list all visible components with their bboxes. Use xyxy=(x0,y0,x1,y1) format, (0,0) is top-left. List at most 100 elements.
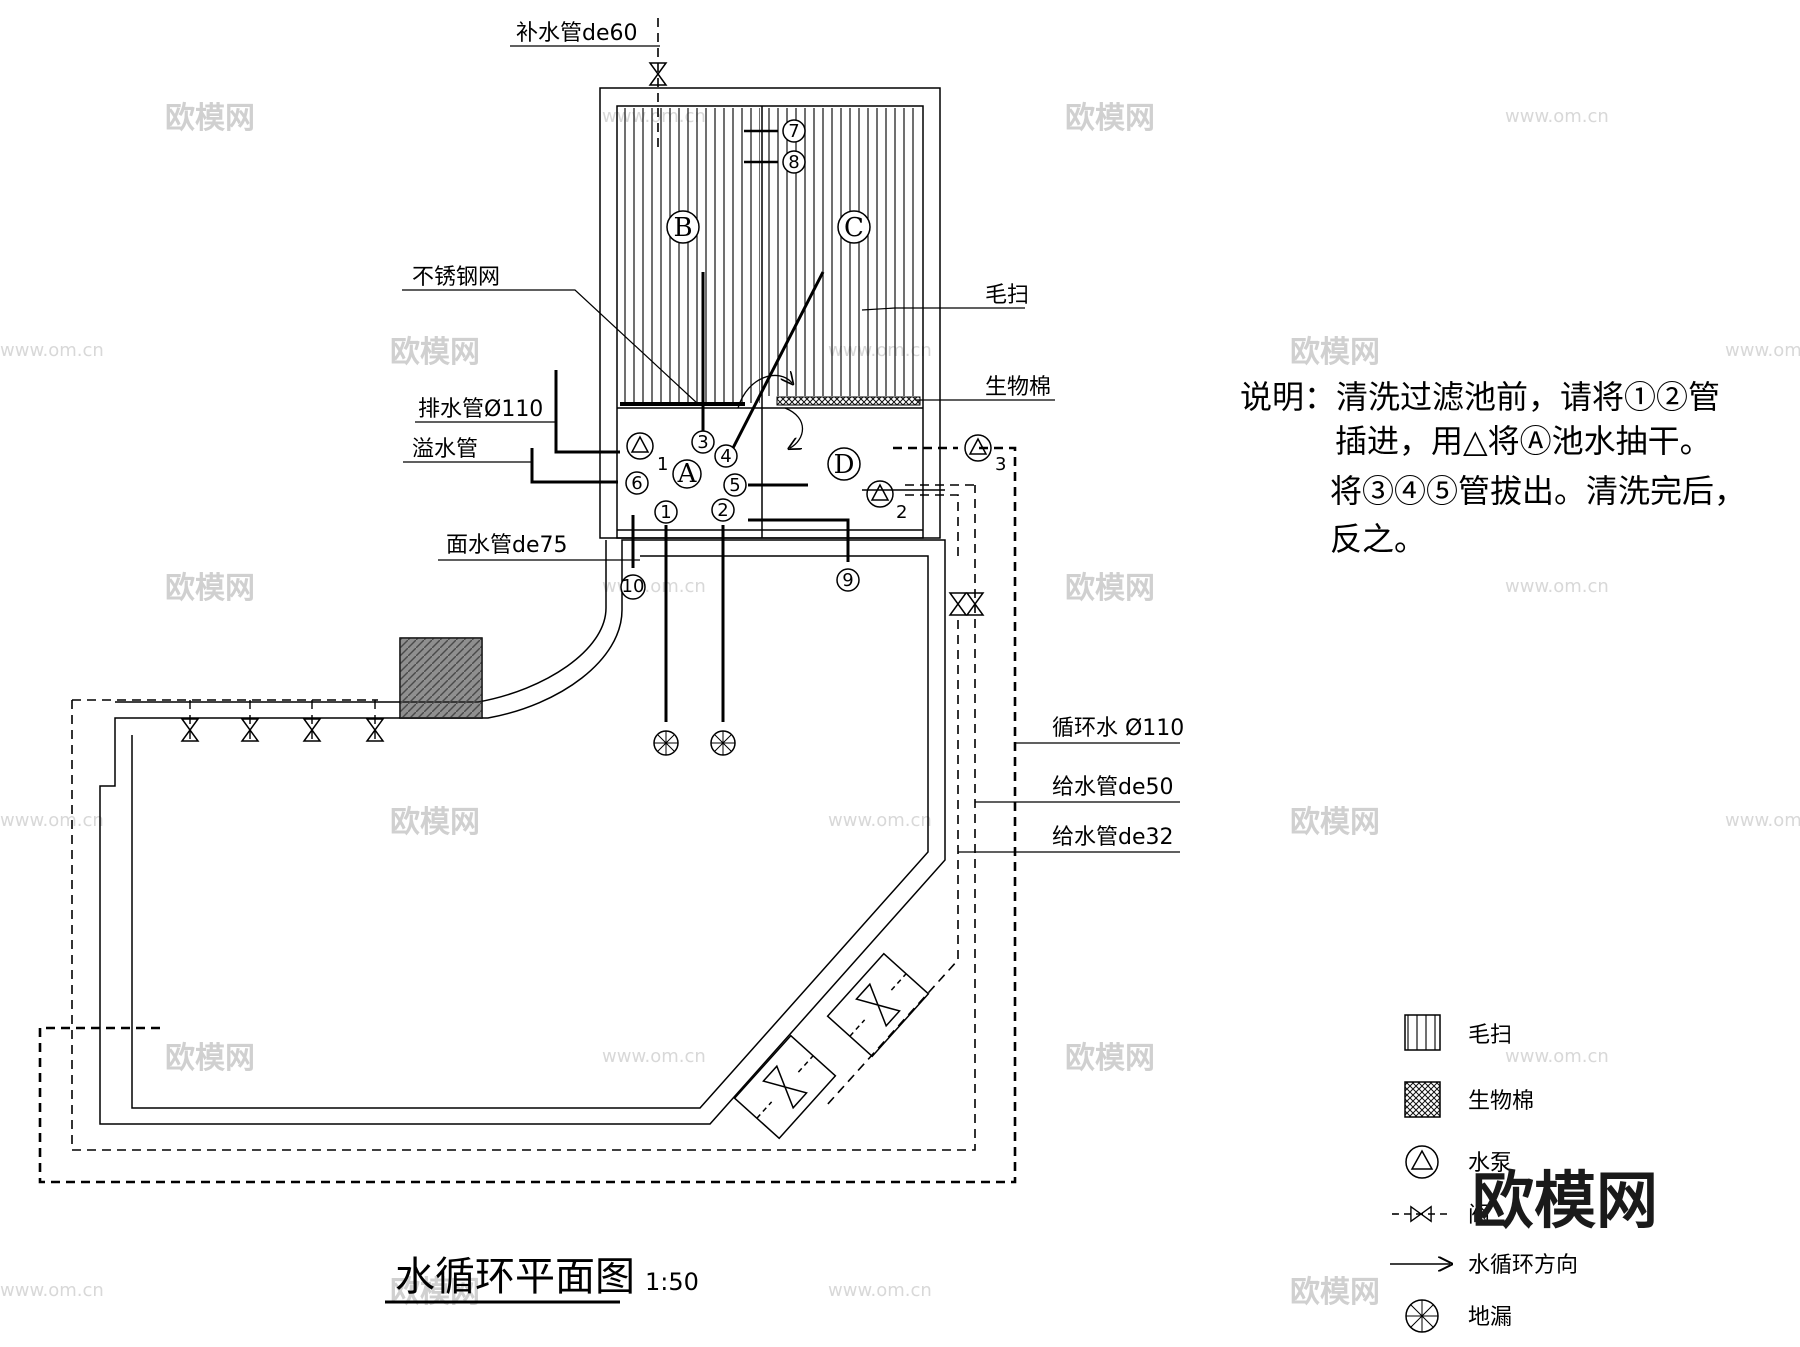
dashed-pipes xyxy=(38,18,1017,1184)
watermark-brand: 欧模网 xyxy=(1065,101,1155,136)
watermark-brand: 欧模网 xyxy=(165,571,255,606)
drawing-scale: 1:50 xyxy=(645,1268,699,1296)
watermark-url: www.om.cn xyxy=(0,810,104,831)
label-surface-pipe: 面水管de75 xyxy=(446,533,568,558)
legend-floor-drain-icon xyxy=(1405,1299,1439,1333)
label-makeup-pipe: 补水管de60 xyxy=(516,21,638,46)
pump-tag: 1 xyxy=(657,454,668,475)
marker-3: 3 xyxy=(697,432,708,453)
numbered-markers xyxy=(620,119,860,600)
watermark-brand: 欧模网 xyxy=(1290,1275,1380,1310)
supply-pipe-de32 xyxy=(825,494,959,1107)
pipe-4 xyxy=(731,271,825,449)
watermark-url: www.om.cn xyxy=(1725,810,1800,831)
watermark-url: www.om.cn xyxy=(602,1046,706,1067)
bio-cotton-layer xyxy=(776,396,921,406)
legend-floor-drain-label: 地漏 xyxy=(1468,1305,1512,1330)
floor-drain-icon xyxy=(653,730,679,756)
legend-biocotton-label: 生物棉 xyxy=(1468,1089,1534,1114)
floor-drains xyxy=(653,730,736,756)
watermark-url: www.om.cn xyxy=(828,1280,932,1301)
legend: 毛扫 生物棉 水泵 阀 水循环方向 地漏 xyxy=(1390,1014,1578,1333)
supply-pipe-de50 xyxy=(71,485,976,1151)
pump-icon xyxy=(866,480,894,508)
legend-flow-label: 水循环方向 xyxy=(1468,1253,1578,1278)
marker-6: 6 xyxy=(631,473,642,494)
watermark-url: www.om.cn xyxy=(828,810,932,831)
drain-pipe xyxy=(554,370,620,454)
watermark-brand: 欧模网 xyxy=(1065,1041,1155,1076)
pump-icon xyxy=(964,434,992,462)
watermark-url: www.om.cn xyxy=(602,576,706,597)
note-line: 说明：清洗过滤池前，请将①②管 xyxy=(1240,378,1720,416)
watermark-url: www.om.cn xyxy=(1505,106,1609,127)
pool-inner-line xyxy=(131,555,929,1109)
marker-2: 2 xyxy=(717,500,728,521)
zone-a-label: A xyxy=(677,459,698,489)
zones xyxy=(666,210,871,489)
watermark-brand: 欧模网 xyxy=(165,1041,255,1076)
legend-brush-swatch xyxy=(1404,1014,1441,1051)
marker-10: 10 xyxy=(622,576,645,597)
pump-tag: 3 xyxy=(995,454,1006,475)
leader-lines xyxy=(402,45,1180,853)
pool-coping xyxy=(115,540,607,703)
brand-watermark: 欧模网 xyxy=(1472,1164,1658,1237)
legend-pump-icon xyxy=(1405,1145,1439,1179)
note-line: 将③④⑤管拔出。清洗完后， xyxy=(1330,472,1746,510)
label-circulation: 循环水 Ø110 xyxy=(1052,716,1184,741)
brush-filter-b xyxy=(620,108,760,403)
watermark-url: www.om.cn xyxy=(0,340,104,361)
supply-valve-icon xyxy=(949,592,967,616)
pipe-9 xyxy=(748,518,850,562)
marker-1: 1 xyxy=(660,502,671,523)
watermark-brand: 欧模网 xyxy=(390,335,480,370)
marker-9: 9 xyxy=(842,570,853,591)
marker-8: 8 xyxy=(788,152,799,173)
pool xyxy=(99,539,946,1125)
zone-d-label: D xyxy=(834,450,855,480)
legend-brush-label: 毛扫 xyxy=(1468,1023,1512,1048)
label-supply-de50: 给水管de50 xyxy=(1052,775,1174,800)
watermark-brand: 欧模网 xyxy=(1290,805,1380,840)
legend-valve-label: 阀 xyxy=(1468,1203,1490,1228)
return-boxes xyxy=(733,952,930,1140)
label-drain-pipe: 排水管Ø110 xyxy=(418,397,543,422)
leader-mesh xyxy=(402,289,699,405)
watermark-url: www.om.cn xyxy=(1505,1046,1609,1067)
equipment-block-fill xyxy=(400,638,482,718)
pump-tag: 2 xyxy=(896,502,907,523)
flow-arrows xyxy=(737,375,803,448)
floor-drain-icon xyxy=(710,730,736,756)
legend-pump-label: 水泵 xyxy=(1468,1151,1512,1176)
drawing-title: 水循环平面图 xyxy=(395,1254,635,1300)
pumps xyxy=(626,432,992,508)
pump-icon xyxy=(626,432,654,460)
watermark-brand: 欧模网 xyxy=(1290,335,1380,370)
note-block: 说明：清洗过滤池前，请将①②管 插进，用△将Ⓐ池水抽干。 将③④⑤管拔出。清洗完… xyxy=(1240,378,1746,558)
note-line: 反之。 xyxy=(1330,520,1426,558)
label-brush: 毛扫 xyxy=(985,283,1029,308)
watermark-brand: 欧模网 xyxy=(1065,571,1155,606)
watermark-url: www.om.cn xyxy=(0,1280,104,1301)
legend-biocotton-swatch xyxy=(1404,1081,1441,1118)
label-overflow-pipe: 溢水管 xyxy=(412,437,478,462)
label-stainless-mesh: 不锈钢网 xyxy=(412,265,500,290)
label-bio-cotton: 生物棉 xyxy=(985,375,1051,400)
filter-tank-inner xyxy=(616,105,924,539)
tank-pipes xyxy=(530,129,945,722)
overflow-pipe xyxy=(530,448,618,484)
watermark-brand: 欧模网 xyxy=(390,1275,480,1310)
inlet-branch-pipes xyxy=(189,700,376,740)
marker-7: 7 xyxy=(788,121,799,142)
watermark-brand: 欧模网 xyxy=(390,805,480,840)
pool-outer-wall xyxy=(99,539,946,1125)
zone-b-label: B xyxy=(673,213,692,243)
marker-5: 5 xyxy=(729,475,740,496)
zone-c-label: C xyxy=(844,213,864,243)
leader-brush xyxy=(861,307,896,311)
marker-4: 4 xyxy=(720,446,731,467)
watermark-url: www.om.cn xyxy=(1505,576,1609,597)
